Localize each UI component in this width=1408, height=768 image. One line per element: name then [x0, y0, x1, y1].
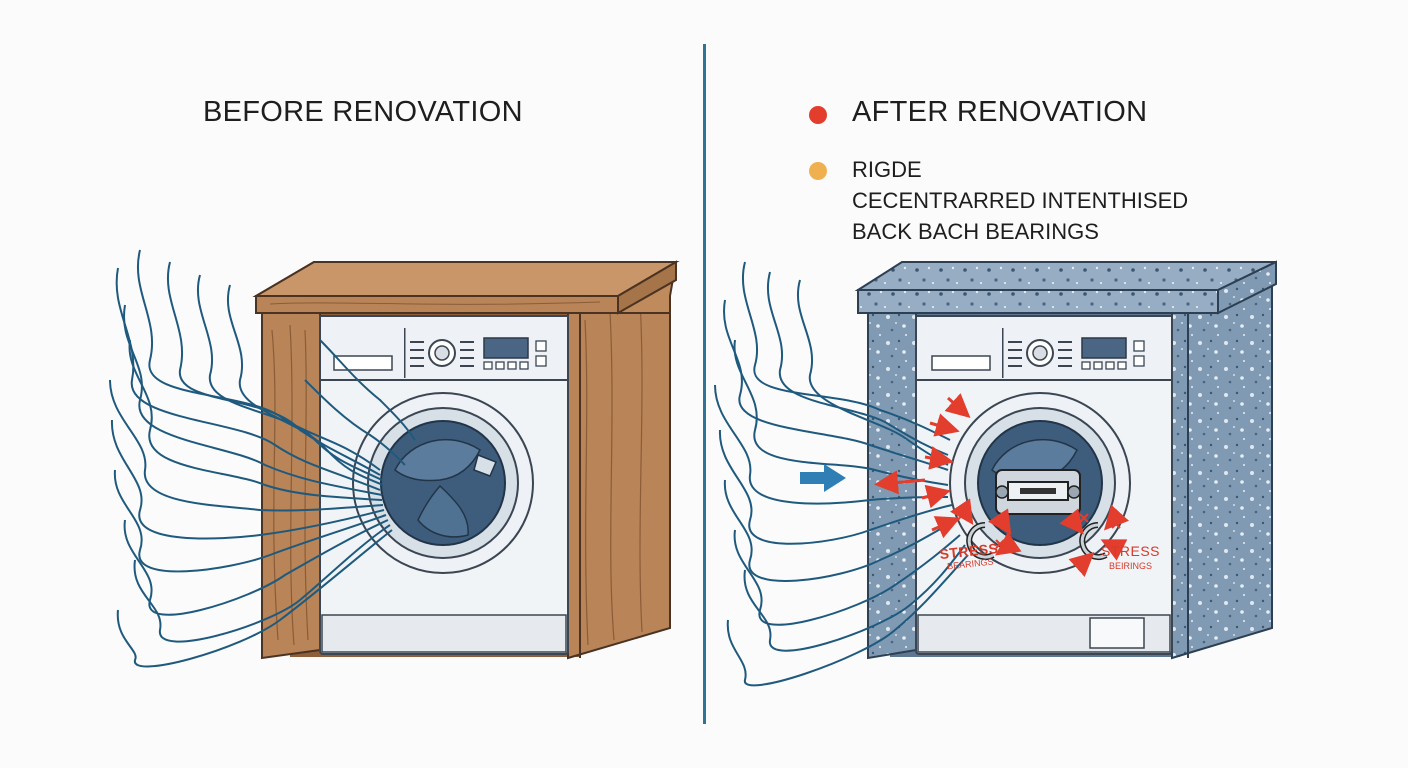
- washing-machine-before: [319, 315, 569, 655]
- after-renovation-heading: AFTER RENOVATION: [852, 96, 1148, 128]
- granite-countertop: [854, 260, 1277, 315]
- orange-dot-icon: [809, 162, 827, 180]
- stress-tick-marks: [957, 509, 1121, 549]
- panel-divider: [703, 44, 706, 724]
- vibration-waves-before: [109, 249, 416, 668]
- legend-line-2: CECENTRARRED INTENTHISED: [852, 188, 1189, 213]
- stress-label-right: STRESS BEIRINGS: [1101, 544, 1160, 571]
- legend-line-1: RIGDE: [852, 157, 922, 182]
- stress-label-right-top: STRESS: [1101, 543, 1161, 559]
- stress-label-right-bottom: BEIRINGS: [1109, 561, 1153, 571]
- vibration-waves-after: [714, 261, 969, 687]
- stress-arrows: [874, 393, 1129, 577]
- before-renovation-heading: BEFORE RENOVATION: [203, 96, 523, 128]
- red-dot-icon: [809, 106, 827, 124]
- washing-machine-after: [915, 315, 1173, 655]
- push-arrow-icon: [800, 464, 846, 492]
- wooden-countertop: [252, 260, 680, 315]
- legend-line-3: BACK BACH BEARINGS: [852, 219, 1099, 244]
